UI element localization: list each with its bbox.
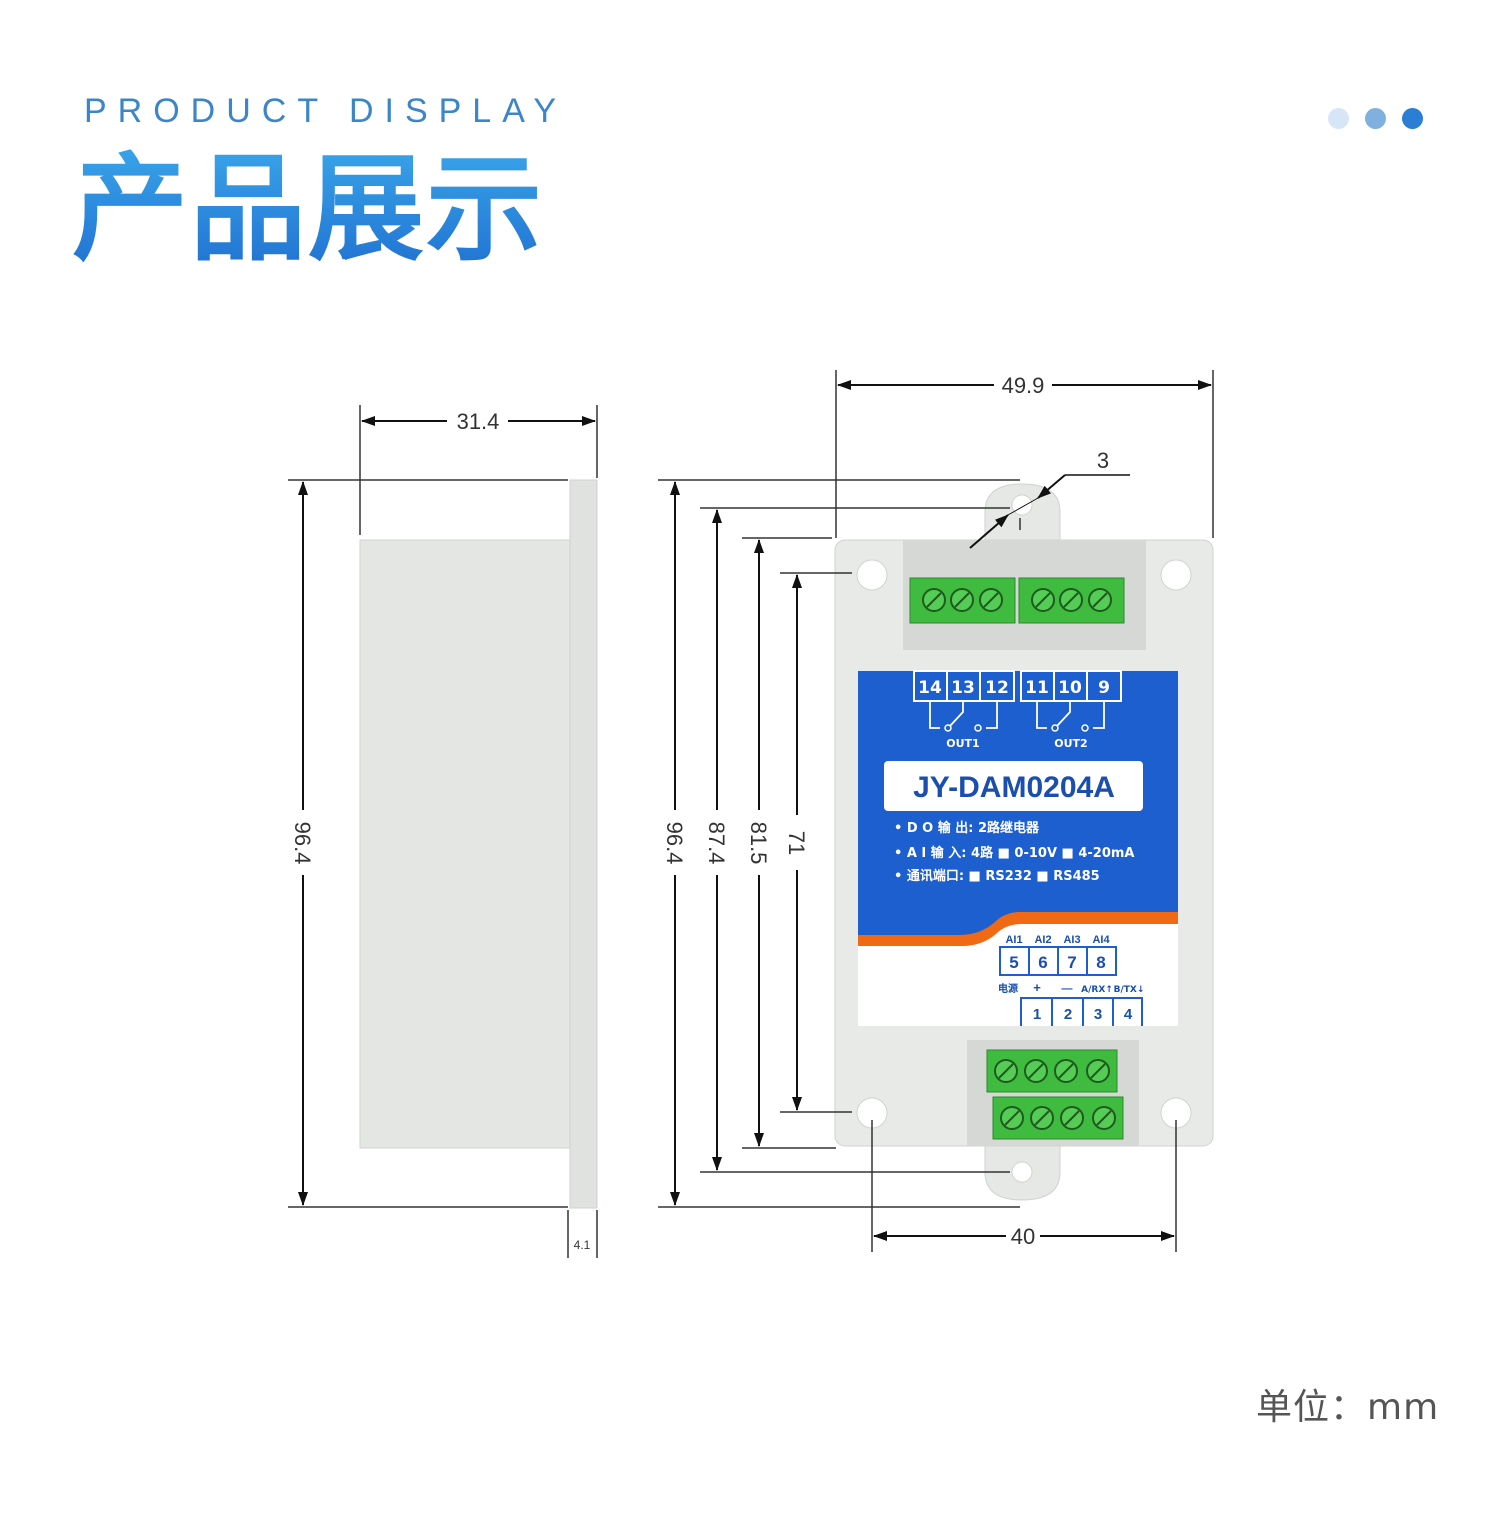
terminal-9: 9 [1098,678,1110,698]
pagination-dots [1328,108,1423,129]
front-dimension-arrows: 49.9 3 96.4 87.4 81.5 71 40 [662,373,1212,1249]
unit-label: 单位：mm [1256,1387,1440,1428]
terminal-2: 2 [1064,1006,1072,1023]
screw-slot [1028,1063,1044,1079]
ai4-label: AI4 [1092,934,1110,946]
screw-slot [1058,1063,1074,1079]
terminal-11: 11 [1025,678,1049,698]
ai2-label: AI2 [1034,934,1051,946]
section-eyebrow: PRODUCT DISPLAY [84,92,568,130]
dim-inner-hole-height: 71 [784,831,809,855]
dim-body-height: 81.5 [746,822,771,865]
screw-slot [1034,1110,1050,1126]
dim-side-flange: 4.1 [574,1238,591,1252]
power-label: 电源 [998,982,1018,995]
front-view: 14 13 12 11 10 9 OUT1 OUT2 JY-DAM0204A •… [834,483,1214,1201]
terminal-10: 10 [1058,678,1082,698]
model-name: JY-DAM0204A [913,771,1115,804]
dim-hole-to-hole-height: 87.4 [704,822,729,865]
terminal-3: 3 [1094,1006,1102,1023]
screw-slot [1090,1063,1106,1079]
side-view: 31.4 96.4 4.1 [288,405,598,1258]
terminal-12: 12 [985,678,1009,698]
screw-slot [1004,1110,1020,1126]
spec-comm: • 通讯端口: ■ RS232 ■ RS485 [894,868,1100,884]
tx-label: B/TX↓ [1114,985,1145,995]
terminal-1: 1 [1033,1006,1041,1023]
dim-total-height: 96.4 [662,822,687,865]
screw-slot [926,592,942,608]
screw-slot [1063,592,1079,608]
dim-side-height: 96.4 [290,822,315,865]
terminal-4: 4 [1124,1006,1133,1023]
terminal-14: 14 [918,678,942,698]
terminal-5: 5 [1009,953,1018,972]
out-terminal-strip: 14 13 12 11 10 9 OUT1 OUT2 [913,670,1122,750]
screw-slot [998,1063,1014,1079]
dot-3 [1402,108,1423,129]
screw-slot [1092,592,1108,608]
dot-1 [1328,108,1349,129]
out1-label: OUT1 [946,737,979,750]
rx-label: A/RX↑ [1081,985,1113,995]
out2-label: OUT2 [1054,737,1087,750]
front-dimensions [658,370,1214,1252]
dim-hole-dia: 3 [1097,448,1109,473]
screw-slot [1035,592,1051,608]
ai1-label: AI1 [1005,934,1022,946]
screw-slot [1064,1110,1080,1126]
dim-top-width: 49.9 [1002,373,1045,398]
page-title: 产品展示 [72,140,544,280]
terminal-8: 8 [1096,953,1105,972]
io-terminal-strip: AI1 AI2 AI3 AI4 5 6 7 8 电源 + — A/RX↑ B/T… [998,934,1144,1026]
spec-do: • D O 输 出: 2路继电器 [894,820,1040,836]
dot-2 [1365,108,1386,129]
dim-side-width: 31.4 [457,409,500,434]
terminal-6: 6 [1038,953,1047,972]
screw-slot [1096,1110,1112,1126]
plus-label: + [1033,980,1041,995]
dim-hole-spacing: 40 [1011,1224,1035,1249]
ai3-label: AI3 [1063,934,1080,946]
screw-slot [983,592,999,608]
terminal-13: 13 [951,678,975,698]
screw-slot [954,592,970,608]
spec-ai: • A I 输 入: 4路 ■ 0-10V ■ 4-20mA [894,845,1134,861]
terminal-7: 7 [1067,953,1076,972]
minus-label: — [1062,983,1073,995]
